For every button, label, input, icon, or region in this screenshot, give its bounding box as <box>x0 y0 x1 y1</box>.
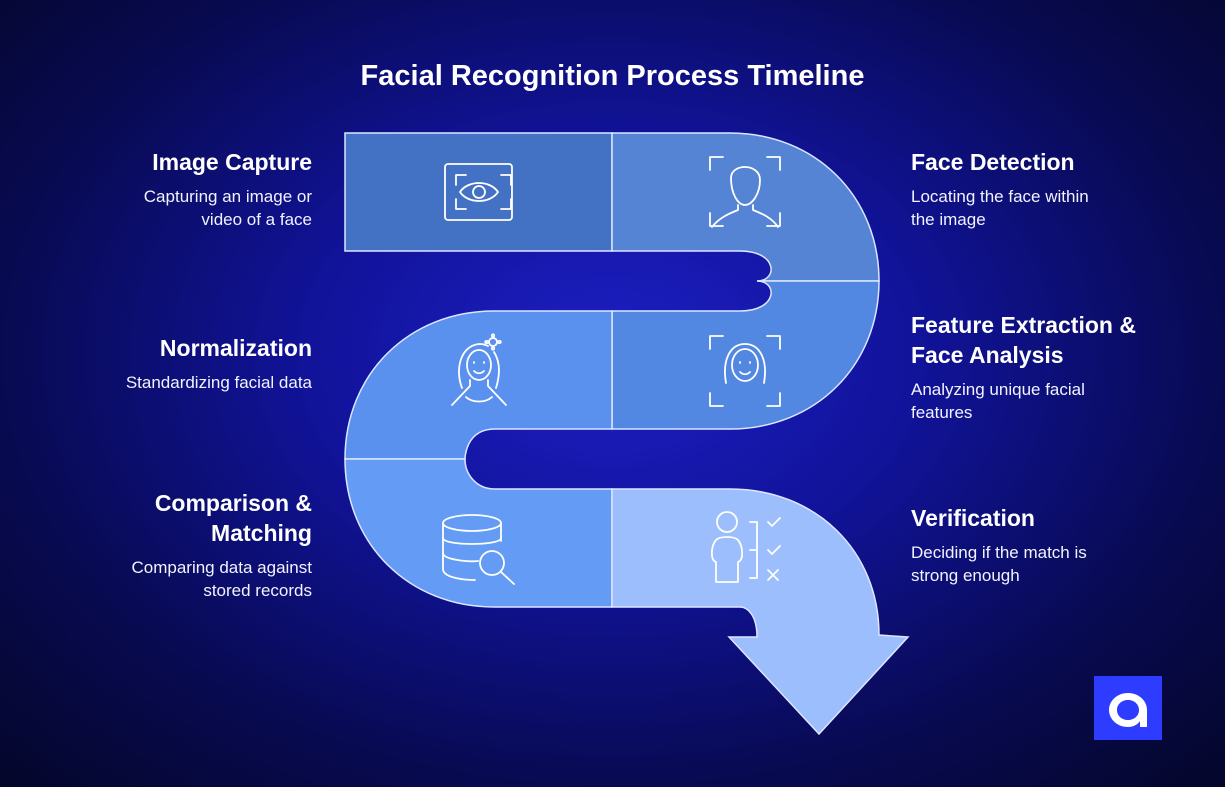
step-title-line-1: Comparison & <box>154 490 312 516</box>
step-title-line-2: Face Analysis <box>911 342 1064 368</box>
step-description-line-2: the image <box>911 209 986 229</box>
step-title: Image Capture <box>152 149 312 175</box>
step-title-line-1: Feature Extraction & <box>911 312 1136 338</box>
step-title: Normalization <box>159 335 312 361</box>
band-image-capture <box>344 132 613 252</box>
step-description-line-2: stored records <box>203 580 312 600</box>
step-description-line-1: Locating the face within <box>911 187 1089 206</box>
step-feature-extraction: Feature Extraction & Face Analysis Analy… <box>911 310 1211 424</box>
step-description-line-1: Standardizing facial data <box>125 373 312 392</box>
person-checklist-icon <box>710 511 781 583</box>
brand-a-logo-icon <box>1094 676 1162 740</box>
band-normalization <box>344 310 613 460</box>
diagram-title: Facial Recognition Process Timeline <box>360 60 865 92</box>
step-description-line-1: Deciding if the match is <box>911 543 1087 562</box>
step-description-line-2: strong enough <box>911 565 1020 585</box>
step-title-line-2: Matching <box>211 520 312 546</box>
band-feature-extraction <box>611 280 880 430</box>
database-search-icon <box>442 514 515 585</box>
step-face-detection: Face Detection Locating the face within … <box>911 147 1201 231</box>
step-title: Face Detection <box>911 149 1075 175</box>
person-bust-scan-icon <box>709 156 781 228</box>
step-normalization: Normalization Standardizing facial data <box>12 333 312 395</box>
band-face-detection <box>611 132 880 282</box>
step-description-line-2: video of a face <box>201 209 312 229</box>
step-verification: Verification Deciding if the match is st… <box>911 503 1201 587</box>
step-description-line-1: Analyzing unique facial <box>911 380 1085 399</box>
band-comparison-matching <box>344 458 613 608</box>
step-description-line-1: Capturing an image or <box>143 187 312 206</box>
band-verification-arrow <box>611 488 910 736</box>
step-description-line-1: Comparing data against <box>131 558 312 577</box>
woman-with-flower-icon <box>451 333 507 406</box>
step-image-capture: Image Capture Capturing an image or vide… <box>12 147 312 231</box>
step-title: Verification <box>911 505 1035 531</box>
step-comparison-matching: Comparison & Matching Comparing data aga… <box>12 488 312 602</box>
eye-scan-icon <box>444 163 513 221</box>
step-description-line-2: features <box>911 402 973 422</box>
woman-face-scan-icon <box>709 335 781 407</box>
